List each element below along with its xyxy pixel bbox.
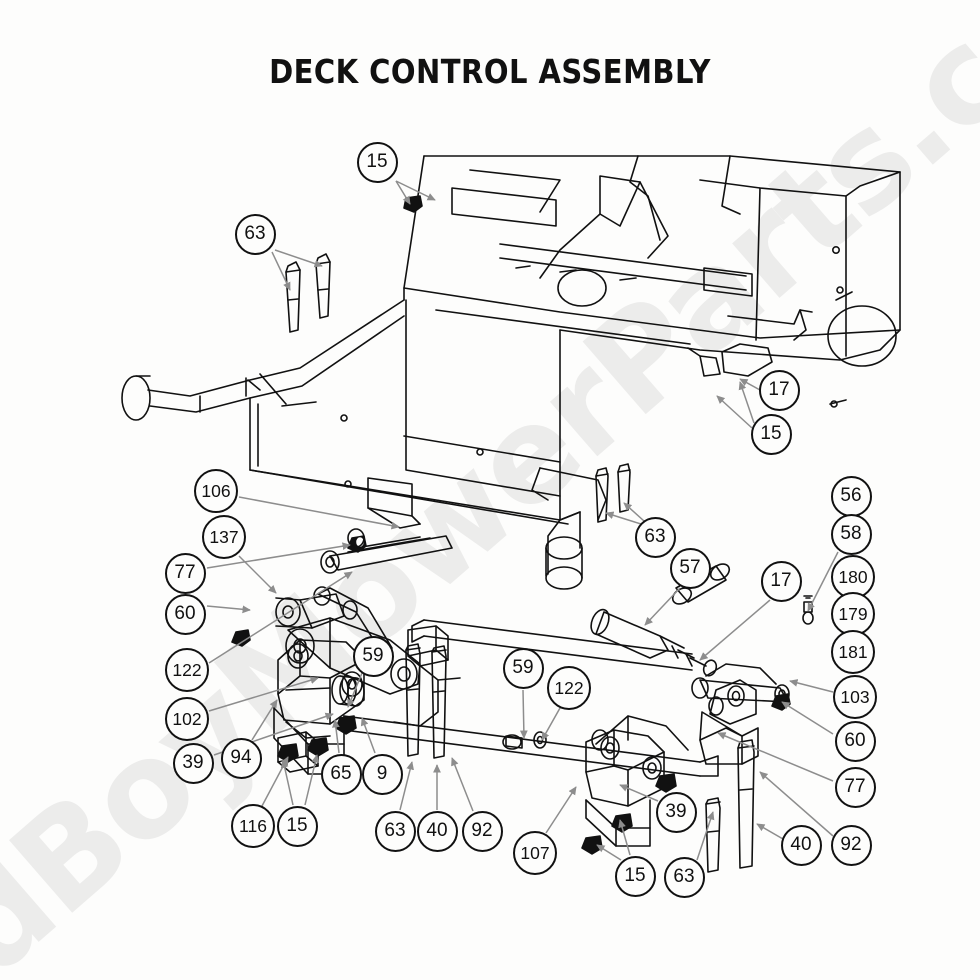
callout-bubble-106[interactable]: 106 — [194, 469, 238, 513]
callout-bubble-77[interactable]: 77 — [834, 766, 876, 808]
leader-line — [619, 784, 659, 802]
leader-line — [360, 717, 376, 754]
right-lift-arm — [691, 663, 790, 765]
callout-bubble-60[interactable]: 60 — [164, 593, 206, 635]
leader-line — [545, 786, 577, 834]
leader-line — [696, 811, 715, 861]
callout-bubble-116[interactable]: 116 — [231, 804, 275, 848]
callout-bubble-92[interactable]: 92 — [461, 810, 503, 852]
callout-bubble-63[interactable]: 63 — [374, 810, 416, 852]
callout-bubble-122[interactable]: 122 — [547, 666, 591, 710]
leader-line — [605, 511, 642, 525]
callout-bubble-92[interactable]: 92 — [830, 824, 872, 866]
callout-bubble-57[interactable]: 57 — [669, 547, 711, 589]
leader-line — [208, 676, 319, 712]
leader-line — [716, 395, 753, 429]
callout-bubble-94[interactable]: 94 — [220, 737, 262, 779]
callout-bubble-60[interactable]: 60 — [834, 720, 876, 762]
leader-line — [238, 496, 400, 530]
leader-line — [347, 672, 363, 708]
leader-line — [451, 757, 474, 812]
callout-bubble-63[interactable]: 63 — [634, 516, 676, 558]
callout-bubble-180[interactable]: 180 — [831, 555, 875, 599]
leader-line — [759, 771, 834, 837]
leader-line — [274, 249, 323, 268]
callout-bubble-122[interactable]: 122 — [165, 648, 209, 692]
frame-inner-ribs — [435, 169, 813, 377]
leader-line — [395, 180, 436, 201]
leader-line — [717, 732, 834, 782]
cross-link-tube-lower — [411, 619, 693, 671]
leader-line — [541, 707, 561, 741]
left-side-rail — [121, 299, 405, 421]
callout-bubble-9[interactable]: 9 — [361, 753, 403, 795]
callout-bubble-17[interactable]: 17 — [758, 369, 800, 411]
leader-line — [789, 679, 834, 693]
callout-bubble-63[interactable]: 63 — [663, 856, 705, 898]
right-pivot-bracket — [585, 715, 689, 847]
callout-bubble-17[interactable]: 17 — [760, 560, 802, 602]
callout-bubble-102[interactable]: 102 — [165, 697, 209, 741]
leader-line — [623, 502, 645, 522]
leader-line — [618, 819, 631, 856]
leader-line — [699, 599, 771, 661]
callout-bubble-15[interactable]: 15 — [614, 855, 656, 897]
leader-line — [304, 754, 320, 806]
callout-bubble-181[interactable]: 181 — [831, 630, 875, 674]
center-column-tube — [531, 329, 607, 590]
leader-line — [251, 699, 278, 741]
leader-line — [399, 761, 414, 811]
leader-line — [395, 180, 411, 205]
callout-bubble-63[interactable]: 63 — [234, 213, 276, 255]
leader-line — [280, 759, 294, 806]
leader-line — [519, 689, 528, 739]
callout-bubble-59[interactable]: 59 — [502, 647, 544, 689]
leader-line — [756, 823, 784, 840]
callout-bubble-40[interactable]: 40 — [416, 810, 458, 852]
leader-line — [596, 844, 622, 861]
callout-bubble-103[interactable]: 103 — [833, 675, 877, 719]
callout-bubble-15[interactable]: 15 — [750, 413, 792, 455]
page-title: DECK CONTROL ASSEMBLY — [269, 52, 711, 91]
callout-bubble-65[interactable]: 65 — [320, 753, 362, 795]
callout-bubble-40[interactable]: 40 — [780, 824, 822, 866]
callout-bubble-58[interactable]: 58 — [830, 513, 872, 555]
callout-bubble-39[interactable]: 39 — [172, 742, 214, 784]
callout-bubble-15[interactable]: 15 — [356, 141, 398, 183]
leader-line — [807, 551, 839, 612]
leader-line — [271, 251, 291, 291]
callout-bubble-137[interactable]: 137 — [202, 515, 246, 559]
leader-line — [781, 701, 834, 735]
leader-line — [206, 605, 251, 614]
callout-bubble-77[interactable]: 77 — [164, 552, 206, 594]
callout-bubble-107[interactable]: 107 — [513, 831, 557, 875]
callout-bubble-39[interactable]: 39 — [655, 791, 697, 833]
leader-line — [738, 381, 755, 424]
callout-bubble-56[interactable]: 56 — [830, 475, 872, 517]
callout-bubble-15[interactable]: 15 — [276, 805, 318, 847]
leader-line — [206, 542, 351, 569]
leader-line — [208, 571, 353, 664]
leader-line — [644, 587, 681, 626]
leader-line — [739, 378, 761, 391]
leader-line — [332, 719, 340, 754]
callout-bubble-59[interactable]: 59 — [352, 635, 394, 677]
